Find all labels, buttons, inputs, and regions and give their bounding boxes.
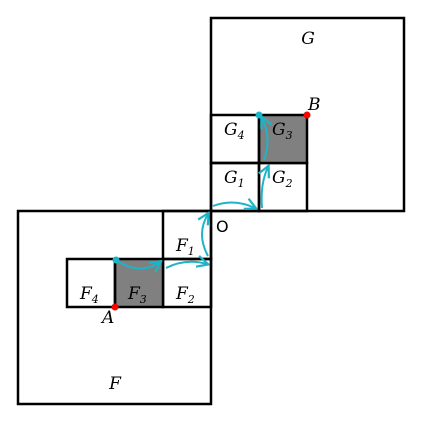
arrow-G1-to-G2 [262, 167, 268, 209]
arrow-F1-to-O [202, 214, 208, 257]
label-G1: G1 [224, 168, 245, 190]
label-G: G [301, 29, 315, 49]
label-G4: G4 [224, 120, 245, 142]
label-O: O [216, 217, 229, 236]
square-F4 [65, 257, 117, 309]
square-G4 [209, 113, 261, 165]
label-F: F [108, 374, 122, 394]
label-G2: G2 [272, 168, 293, 190]
arrow-F3-to-F1 [115, 259, 160, 269]
label-F3: F3 [127, 284, 147, 306]
point-A [111, 303, 119, 311]
label-F4: F4 [79, 284, 99, 306]
arrow-start-dot-G [255, 111, 263, 119]
point-B [303, 111, 311, 119]
arrow-O-to-G1 [212, 202, 255, 208]
label-F1: F1 [175, 236, 195, 258]
arrow-F2-to-F1 [165, 262, 207, 269]
label-G3: G3 [272, 120, 293, 142]
arrow-start-dot-F [112, 256, 120, 264]
label-B: B [307, 95, 321, 115]
label-F2: F2 [175, 284, 195, 306]
arrow-G2-to-G3 [262, 118, 268, 161]
label-A: A [100, 308, 114, 328]
